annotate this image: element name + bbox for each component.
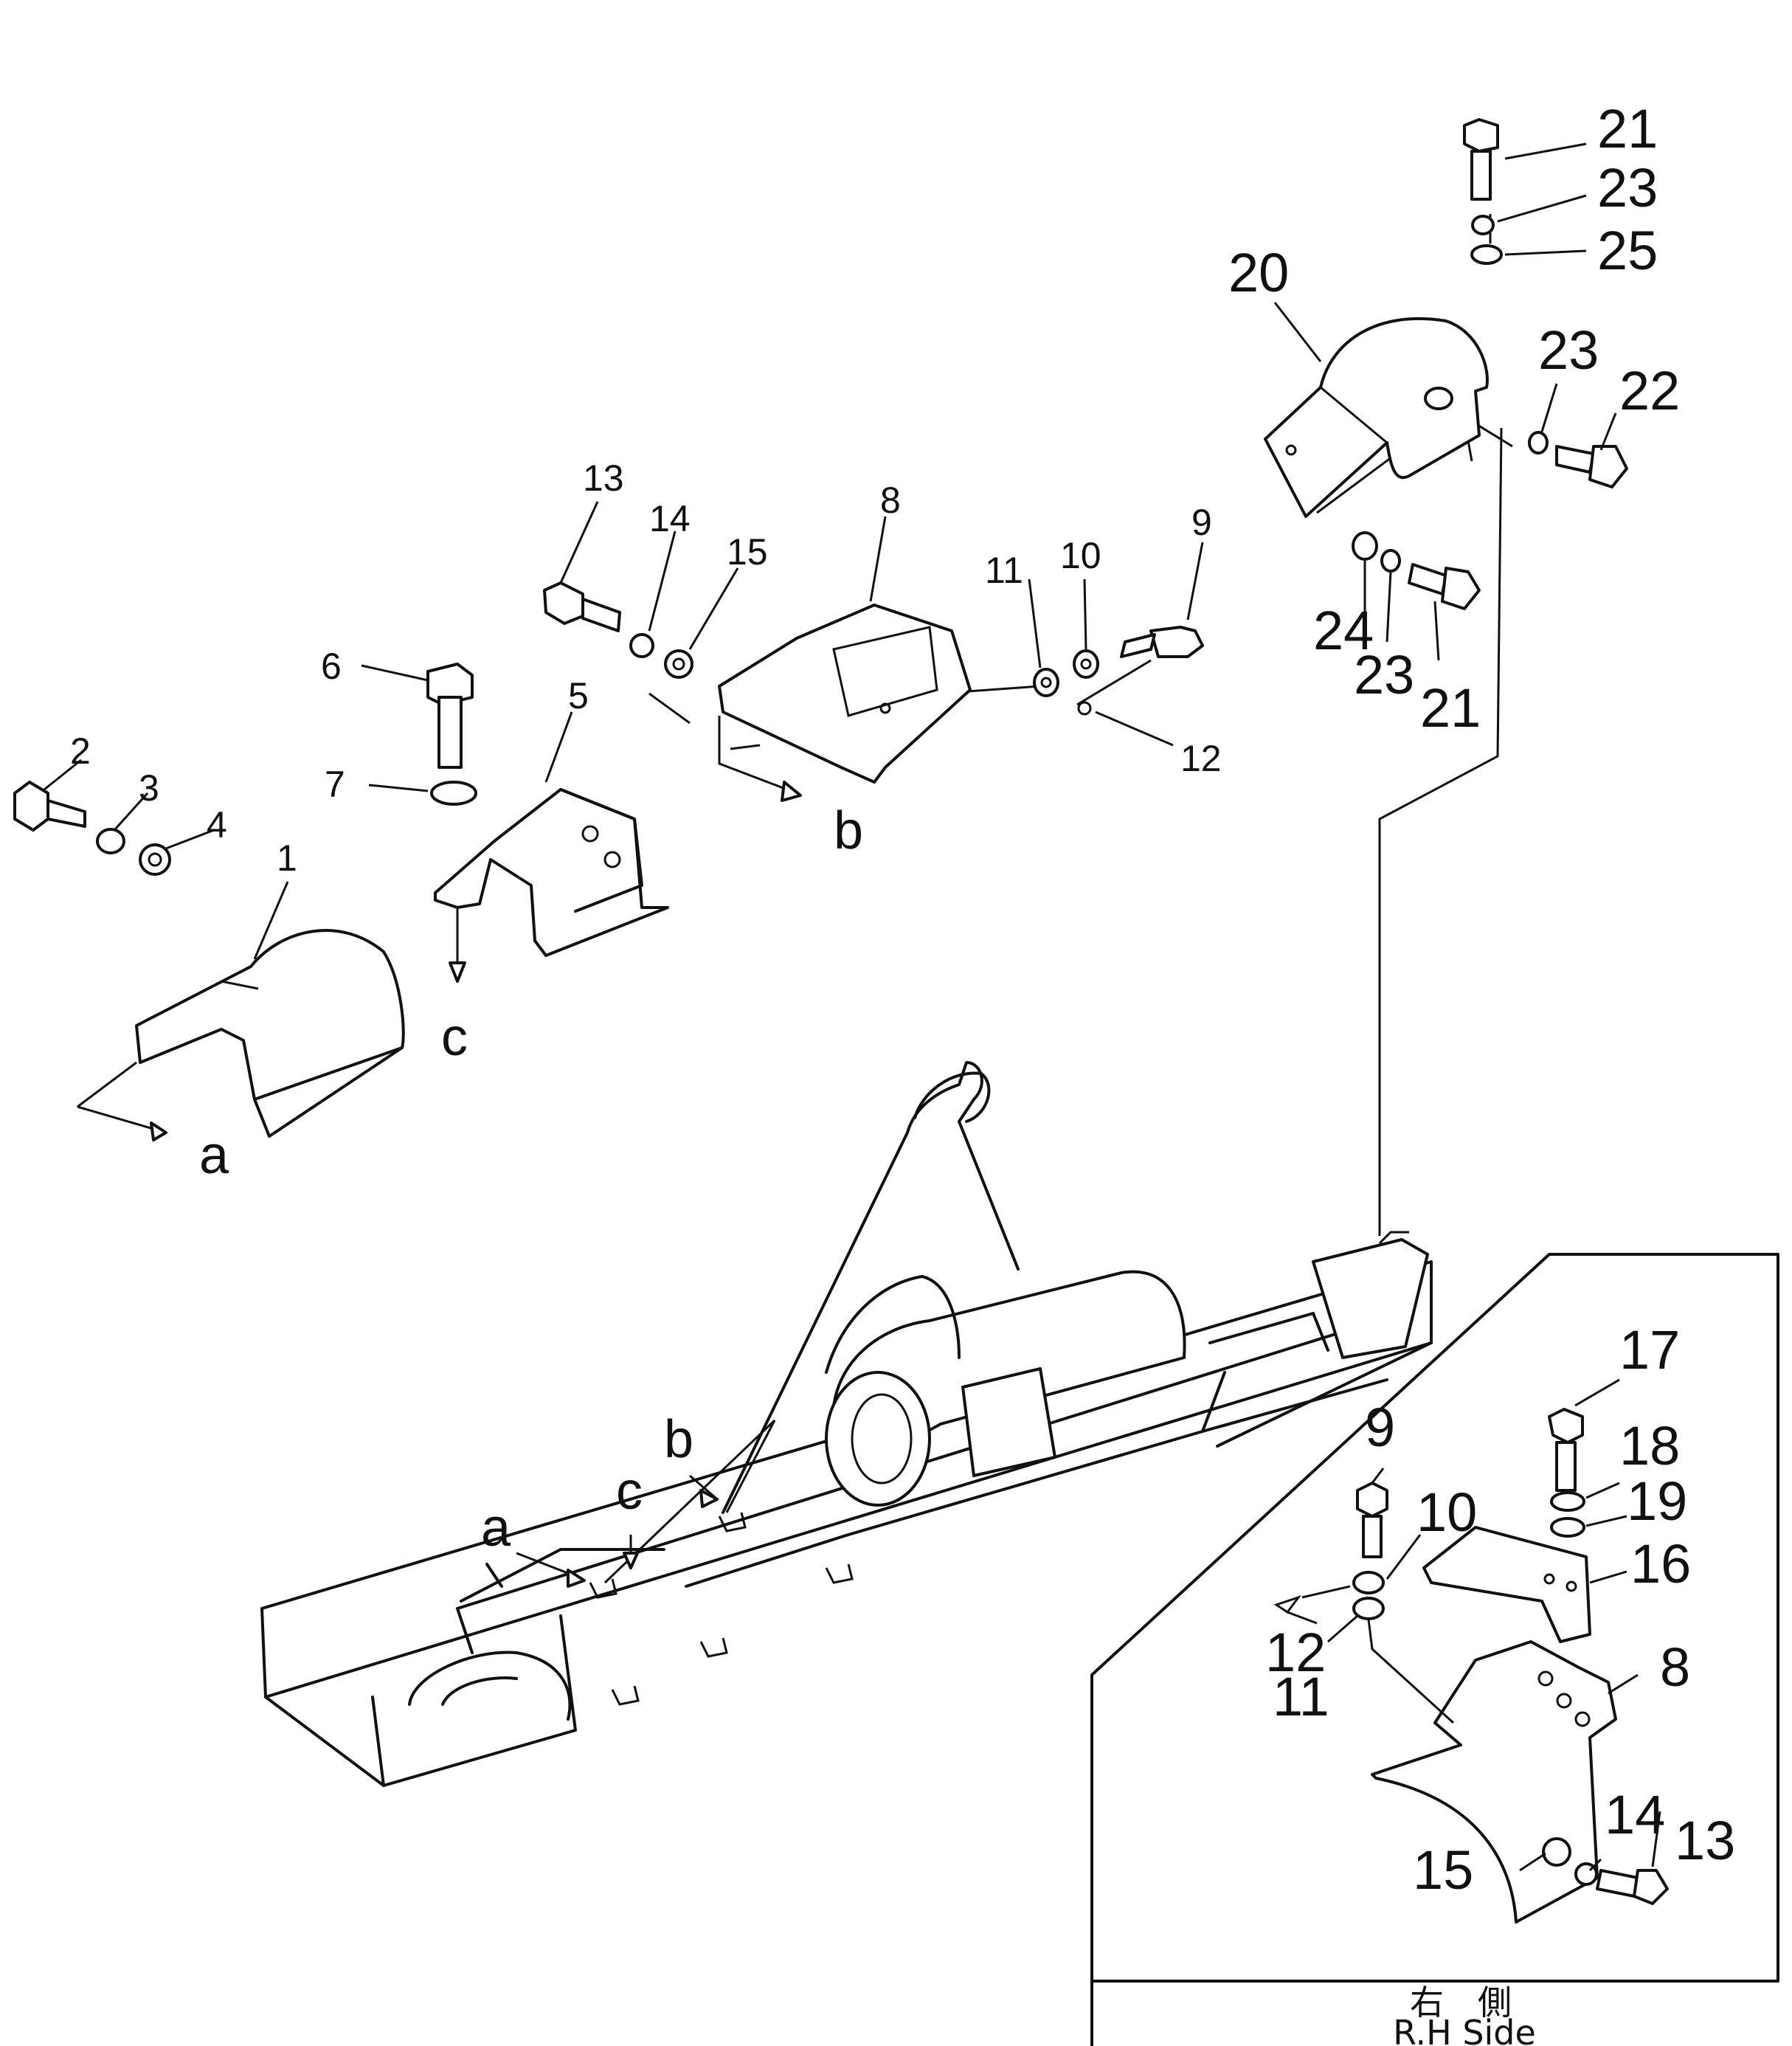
inset-callout-12: 12 bbox=[1265, 1622, 1326, 1683]
track-frame bbox=[260, 1061, 1433, 1787]
r-part-11-washer bbox=[1352, 1597, 1385, 1620]
part-10-washer bbox=[1073, 649, 1099, 679]
ref-b-frame: b bbox=[664, 1410, 693, 1469]
inset-caption-cn: 右 側 bbox=[1410, 1983, 1512, 2022]
callout-5: 5 bbox=[568, 675, 589, 716]
part-11-washer bbox=[1033, 668, 1059, 697]
callout-15: 15 bbox=[727, 531, 768, 573]
part-8-cover bbox=[718, 604, 972, 784]
inset-callout-9: 9 bbox=[1365, 1397, 1395, 1458]
callout-leader-lines bbox=[44, 142, 1661, 1872]
callout-13: 13 bbox=[583, 457, 624, 499]
part-7-washer bbox=[430, 781, 477, 806]
callout-numbers: 2 3 4 1 6 7 5 13 14 15 8 9 10 11 12 20 2… bbox=[70, 98, 1735, 2046]
part-6-bolt bbox=[426, 663, 474, 769]
r-part-15-washer bbox=[1542, 1837, 1571, 1867]
callout-3: 3 bbox=[139, 767, 159, 809]
callout-11: 11 bbox=[985, 550, 1023, 591]
rh-side-inset bbox=[1090, 1253, 1779, 2046]
callout-23-top: 23 bbox=[1597, 157, 1658, 218]
callout-2: 2 bbox=[70, 730, 91, 772]
part-5-bracket bbox=[434, 788, 669, 957]
part-22-bolt bbox=[1555, 445, 1628, 488]
inset-callout-13: 13 bbox=[1675, 1810, 1735, 1871]
part-4-washer bbox=[139, 843, 171, 876]
part-23-lock-washer-top bbox=[1471, 215, 1495, 235]
part-21-bolt-lower bbox=[1408, 563, 1481, 610]
callout-23-lower: 23 bbox=[1354, 644, 1414, 705]
inset-callout-8: 8 bbox=[1660, 1637, 1690, 1698]
callout-4: 4 bbox=[207, 804, 227, 846]
inset-caption-en: R.H Side bbox=[1393, 2013, 1536, 2046]
part-9-bolt bbox=[1120, 626, 1204, 658]
callout-22: 22 bbox=[1619, 360, 1680, 421]
callout-24: 24 bbox=[1313, 600, 1374, 661]
part-1-cover bbox=[135, 929, 405, 1138]
callout-23-side: 23 bbox=[1538, 319, 1599, 381]
callout-1: 1 bbox=[277, 837, 297, 879]
inset-callout-17: 17 bbox=[1619, 1319, 1680, 1380]
callout-12: 12 bbox=[1180, 738, 1222, 779]
ref-a-part: a bbox=[199, 1126, 229, 1185]
r-part-10-washer bbox=[1352, 1571, 1385, 1594]
ref-b-part: b bbox=[834, 801, 863, 860]
arrow-c-head bbox=[449, 961, 466, 983]
callout-9: 9 bbox=[1191, 502, 1212, 543]
part-2-bolt bbox=[13, 781, 86, 832]
callout-25: 25 bbox=[1597, 220, 1658, 281]
part-14-lock-washer bbox=[629, 633, 654, 658]
r-part-18-lock-washer bbox=[1550, 1491, 1585, 1512]
callout-6: 6 bbox=[321, 646, 342, 687]
part-12-pin bbox=[1077, 701, 1092, 716]
inset-callout-16: 16 bbox=[1630, 1533, 1691, 1594]
callout-21-top: 21 bbox=[1597, 98, 1658, 159]
arrow-b-head bbox=[781, 781, 802, 802]
r-part-19-washer bbox=[1550, 1517, 1585, 1538]
callout-10: 10 bbox=[1060, 535, 1101, 576]
ref-c-frame: c bbox=[616, 1462, 643, 1521]
callout-8: 8 bbox=[880, 480, 901, 521]
inset-callout-15: 15 bbox=[1413, 1839, 1473, 1901]
callout-7: 7 bbox=[325, 764, 345, 805]
part-15-washer bbox=[664, 649, 693, 679]
inset-callout-19: 19 bbox=[1627, 1470, 1687, 1532]
inset-callout-10: 10 bbox=[1416, 1482, 1477, 1543]
part-23-lock-washer-side bbox=[1528, 431, 1549, 455]
inset-callout-11: 11 bbox=[1273, 1666, 1329, 1727]
part-21-bolt-top bbox=[1463, 118, 1499, 201]
part-3-lock-washer bbox=[96, 828, 125, 854]
part-13-bolt bbox=[543, 581, 621, 632]
part-24-washer bbox=[1352, 531, 1378, 561]
arrow-a-head bbox=[150, 1122, 167, 1141]
reference-arrows bbox=[150, 781, 802, 1588]
part-25-washer bbox=[1470, 244, 1503, 265]
inset-callout-14: 14 bbox=[1605, 1784, 1665, 1845]
callout-20: 20 bbox=[1228, 242, 1289, 303]
callout-14: 14 bbox=[649, 498, 691, 539]
inset-callout-18: 18 bbox=[1619, 1415, 1680, 1476]
callout-21-lower: 21 bbox=[1420, 677, 1481, 739]
ref-a-frame: a bbox=[481, 1499, 511, 1558]
r-part-12-pin bbox=[1273, 1595, 1302, 1614]
ref-c-part: c bbox=[441, 1008, 468, 1067]
part-20-guard bbox=[1264, 317, 1489, 518]
part-23-lock-washer-lower bbox=[1380, 549, 1401, 573]
